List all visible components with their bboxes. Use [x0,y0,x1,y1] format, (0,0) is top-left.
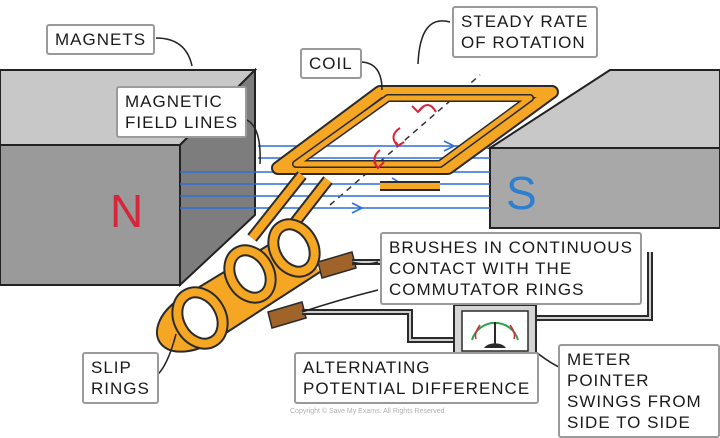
south-pole-label: S [506,167,537,219]
label-alternating-pd: ALTERNATING POTENTIAL DIFFERENCE [294,352,540,404]
diagram-artwork [0,20,720,381]
label-brushes: BRUSHES IN CONTINUOUS CONTACT WITH THE C… [380,232,642,305]
label-steady-rate: STEADY RATE OF ROTATION [452,6,598,58]
right-magnet [486,69,720,229]
rotation-arrows [373,104,437,170]
ac-generator-diagram: N S MAGNETS MAGNETIC FIELD LINES COIL ST… [0,6,720,438]
coil-loop [247,85,559,252]
north-pole-label: N [110,185,144,237]
slip-rings [156,218,321,353]
brushes [267,251,357,329]
copyright-notice: Copyright © Save My Exams. All Rights Re… [290,408,445,415]
label-slip-rings: SLIP RINGS [82,352,159,404]
label-magnets: MAGNETS [46,24,156,55]
meter [453,304,537,360]
label-magnetic-field-lines: MAGNETIC FIELD LINES [116,86,248,138]
label-coil: COIL [300,48,362,79]
label-meter-pointer: METER POINTER SWINGS FROM SIDE TO SIDE [558,344,720,438]
